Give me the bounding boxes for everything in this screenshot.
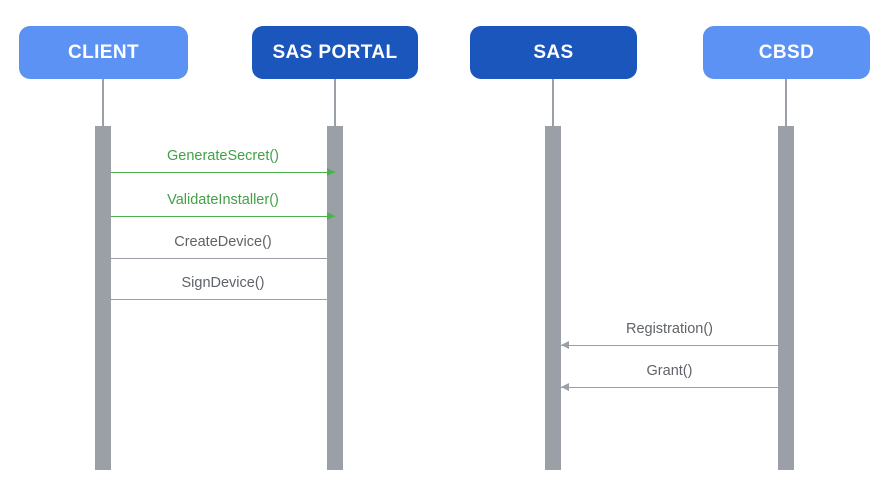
message-label-validate-installer: ValidateInstaller() bbox=[167, 191, 279, 208]
participant-box-cbsd[interactable]: CBSD bbox=[703, 26, 870, 79]
lifeline-sas bbox=[552, 79, 554, 126]
arrow-head-right-generate-secret bbox=[327, 168, 335, 176]
message-label-create-device: CreateDevice() bbox=[174, 233, 272, 250]
lifeline-client bbox=[102, 79, 104, 126]
message-line-registration bbox=[561, 345, 778, 346]
message-line-create-device bbox=[111, 258, 335, 259]
message-label-generate-secret: GenerateSecret() bbox=[166, 147, 280, 164]
arrow-head-left-grant bbox=[561, 383, 569, 391]
participant-label-cbsd: CBSD bbox=[758, 42, 815, 63]
participant-label-sas-portal: SAS PORTAL bbox=[272, 42, 398, 63]
arrow-head-right-validate-installer bbox=[327, 212, 335, 220]
message-line-grant bbox=[561, 387, 778, 388]
activation-bar-sas bbox=[545, 126, 561, 470]
activation-bar-client bbox=[95, 126, 111, 470]
participant-box-sas[interactable]: SAS bbox=[470, 26, 637, 79]
message-line-sign-device bbox=[111, 299, 335, 300]
activation-bar-cbsd bbox=[778, 126, 794, 470]
message-label-sign-device: SignDevice() bbox=[181, 274, 265, 291]
message-label-registration: Registration() bbox=[625, 320, 714, 337]
participant-box-client[interactable]: CLIENT bbox=[19, 26, 188, 79]
lifeline-cbsd bbox=[785, 79, 787, 126]
arrow-head-left-registration bbox=[561, 341, 569, 349]
arrow-head-right-create-device bbox=[327, 254, 335, 262]
lifeline-sas-portal bbox=[334, 79, 336, 126]
participant-label-sas: SAS bbox=[533, 42, 574, 63]
message-line-validate-installer bbox=[111, 216, 335, 217]
participant-box-sas-portal[interactable]: SAS PORTAL bbox=[252, 26, 418, 79]
message-line-generate-secret bbox=[111, 172, 335, 173]
participant-label-client: CLIENT bbox=[67, 42, 139, 63]
message-label-grant: Grant() bbox=[646, 362, 693, 379]
arrow-head-right-sign-device bbox=[327, 295, 335, 303]
